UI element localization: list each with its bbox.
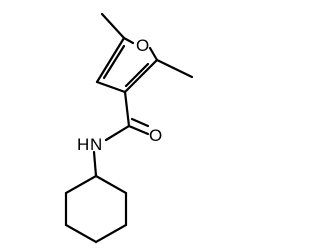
bond-c2-c3 <box>123 58 159 94</box>
amide-nitrogen-label: N <box>90 135 102 154</box>
bond-carbonyl-n <box>104 124 131 142</box>
bond-o-c2 <box>148 46 159 62</box>
furan-ring <box>95 36 159 94</box>
methyl-bond-c5 <box>100 12 126 40</box>
amide-group <box>92 90 150 178</box>
bond-c2-c3-inner <box>124 62 150 88</box>
amide-hydrogen-label: H <box>77 135 89 154</box>
bond-carbonyl-o-second <box>130 117 150 128</box>
bond-carbonyl-o <box>127 124 150 136</box>
ring-oxygen-label: O <box>136 36 149 55</box>
bond-c5-o <box>122 36 135 45</box>
methyl-bond-c2 <box>155 58 194 79</box>
bond-c4-c5-inner <box>102 44 126 80</box>
cyclohexane-ring <box>64 174 128 244</box>
bond-c3-c4 <box>95 80 127 94</box>
bond-c4-c5 <box>95 36 126 84</box>
molecule-structure: O O N H <box>64 12 194 244</box>
bond-n-cyclohexyl <box>92 150 98 178</box>
carbonyl-oxygen-label: O <box>149 126 162 145</box>
bond-c3-carbonyl <box>123 90 131 128</box>
